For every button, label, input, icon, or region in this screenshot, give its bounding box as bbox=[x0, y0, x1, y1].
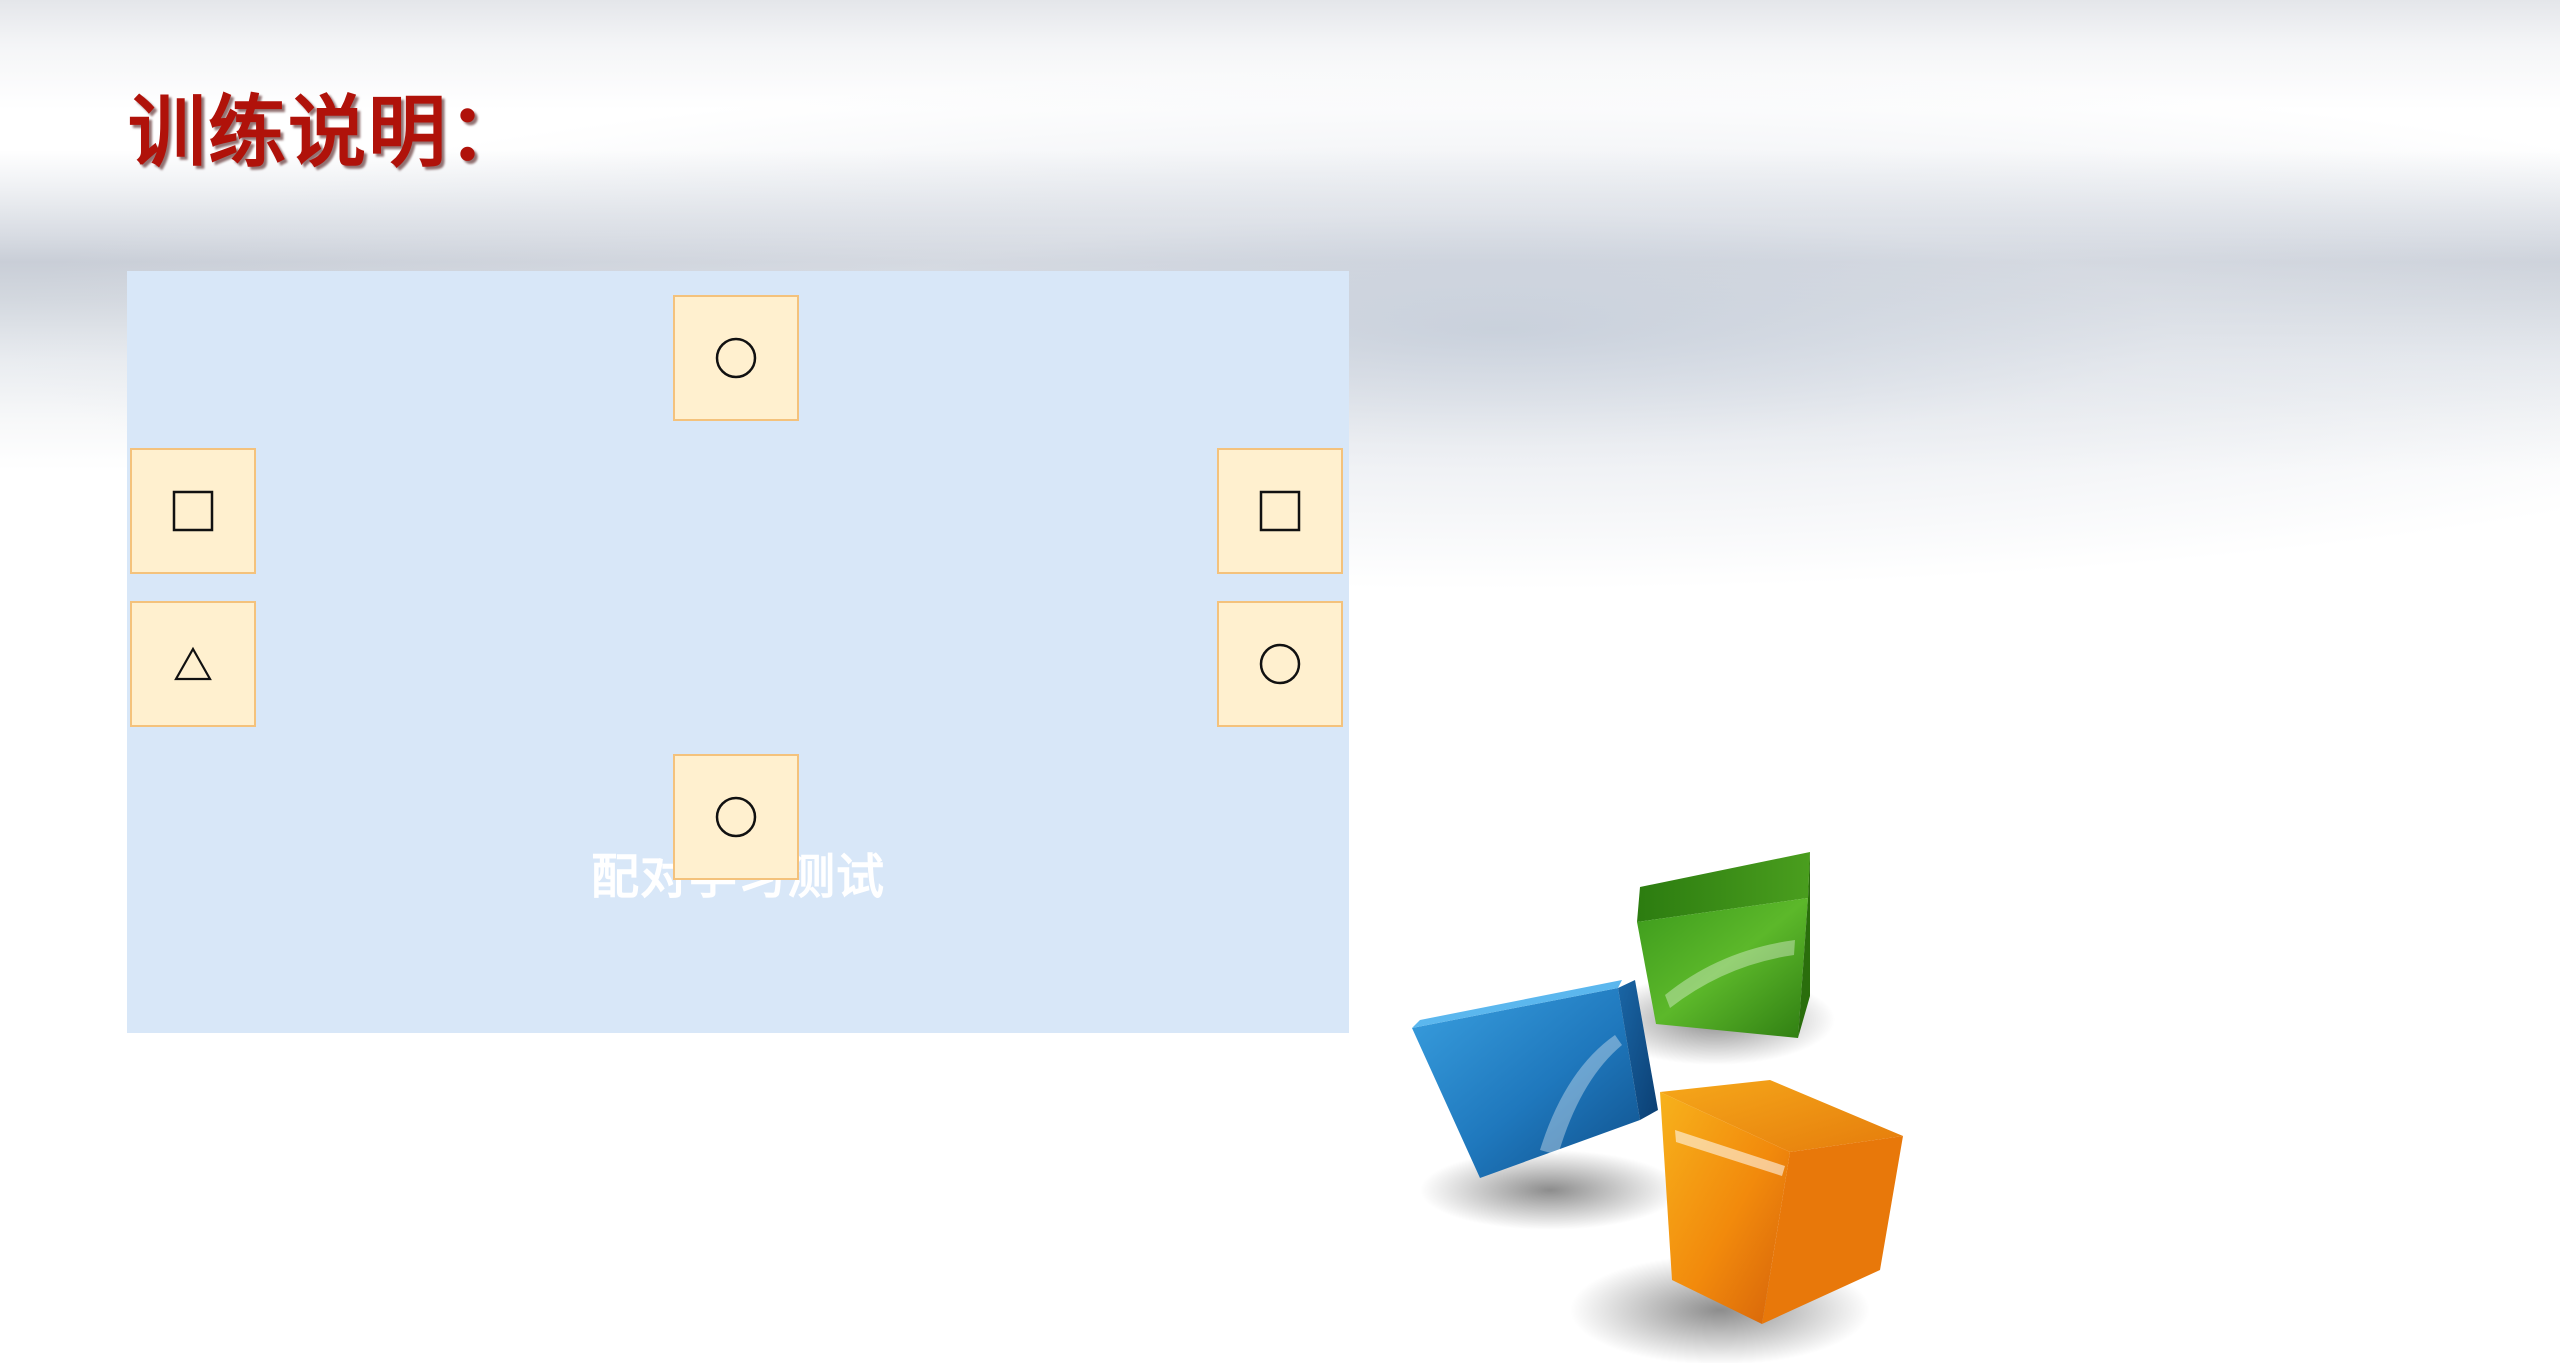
tile-right-upper[interactable] bbox=[1217, 448, 1343, 574]
orange-cube bbox=[1660, 1080, 1903, 1324]
triangle-icon bbox=[174, 646, 212, 681]
tile-left-upper[interactable] bbox=[130, 448, 256, 574]
three-cubes-logo bbox=[1412, 852, 1903, 1363]
green-cube bbox=[1637, 852, 1810, 1038]
tile-bottom[interactable] bbox=[673, 754, 799, 880]
circle-icon bbox=[715, 337, 757, 379]
circle-icon bbox=[715, 796, 757, 838]
circle-icon bbox=[1259, 643, 1301, 685]
tile-top[interactable] bbox=[673, 295, 799, 421]
pairing-test-panel[interactable]: 配对学习测试 bbox=[127, 271, 1349, 1033]
square-icon bbox=[172, 490, 214, 532]
blue-cube bbox=[1412, 980, 1658, 1178]
tile-right-lower[interactable] bbox=[1217, 601, 1343, 727]
slide-title: 训练说明： bbox=[128, 87, 529, 178]
tile-left-lower[interactable] bbox=[130, 601, 256, 727]
square-icon bbox=[1259, 490, 1301, 532]
